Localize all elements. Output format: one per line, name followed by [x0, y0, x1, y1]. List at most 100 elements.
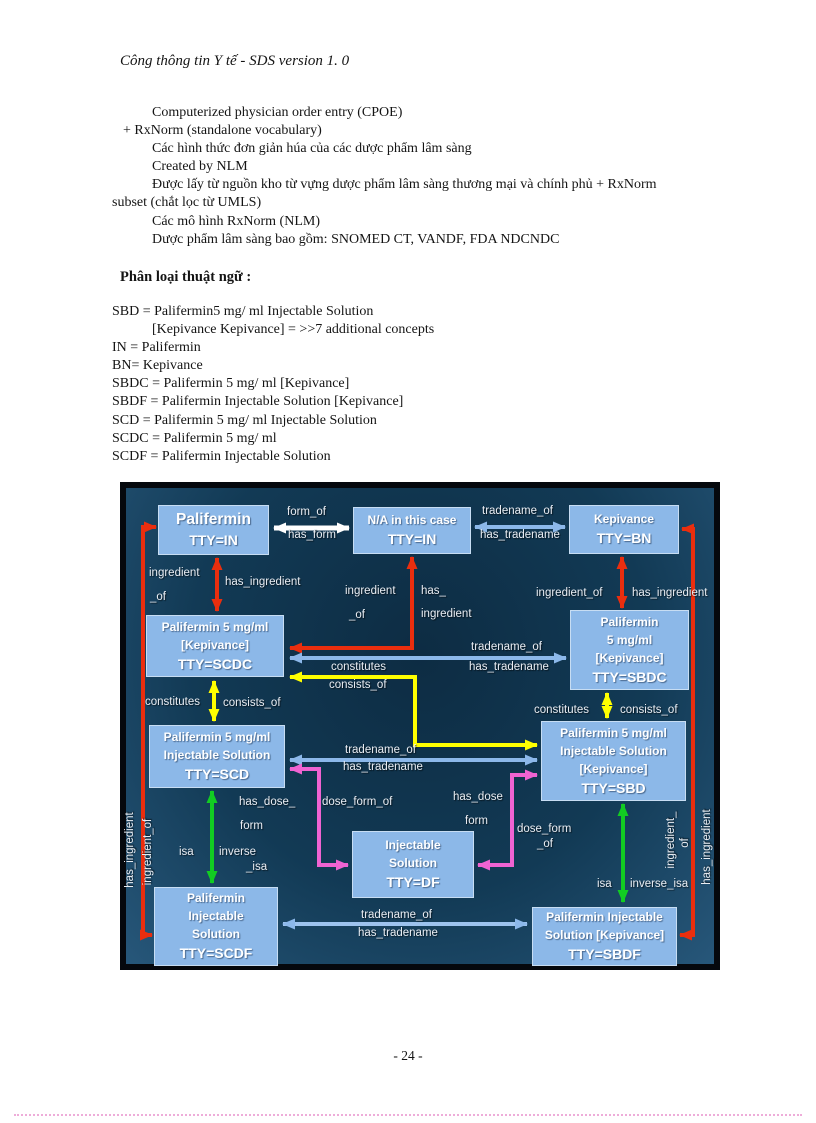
node-label: Injectable — [188, 909, 244, 923]
intro-line: Các mô hình RxNorm (NLM) — [152, 213, 320, 229]
node-tty: TTY=SCDC — [177, 655, 253, 672]
edge-scdc-sbd-constitutes — [289, 671, 538, 751]
intro-paragraph: Computerized physician order entry (CPOE… — [112, 104, 772, 249]
edge-label-consists-of: consists_of — [329, 679, 387, 691]
edge-label-has-tradename: has_tradename — [358, 927, 438, 939]
edge-label-constitutes: constitutes — [331, 661, 386, 673]
edge-label-ingredient-of-vertical: ingredient_of — [142, 818, 154, 886]
term-line: SCD = Palifermin 5 mg/ ml Injectable Sol… — [112, 412, 377, 428]
node-tty: TTY=IN — [189, 532, 238, 549]
edge-label-ingredient: ingredient — [421, 608, 472, 620]
node-tty: TTY=SBDF — [568, 946, 641, 962]
node-label: Injectable Solution — [163, 748, 271, 762]
rxnorm-relationship-diagram: Palifermin TTY=IN N/A in this case TTY=I… — [120, 482, 720, 970]
node-sbd: Palifermin 5 mg/ml Injectable Solution [… — [541, 721, 686, 801]
page-number: - 24 - — [393, 1048, 423, 1063]
bottom-dotted-divider — [14, 1114, 802, 1116]
edge-label-has-tradename: has_tradename — [480, 529, 560, 541]
node-label: 5 mg/ml — [606, 632, 653, 647]
edge-label-constitutes: constitutes — [145, 696, 200, 708]
term-line: SBDC = Palifermin 5 mg/ ml [Kepivance] — [112, 376, 350, 392]
edge-label-of: _of — [349, 609, 365, 621]
node-label: Palifermin — [186, 891, 246, 905]
edge-label-ingredient-vertical: ingredient_ — [665, 811, 677, 869]
edge-label-dose-form: dose_form — [517, 823, 572, 835]
edge-label-has-ingredient-vertical: has_ingredient — [124, 812, 136, 888]
node-tty: TTY=SBDC — [592, 668, 667, 685]
term-line: SBDF = Palifermin Injectable Solution [K… — [112, 394, 404, 410]
term-line: SCDC = Palifermin 5 mg/ ml — [112, 430, 277, 446]
edge-label-ingredient-of: ingredient_of — [536, 587, 603, 599]
node-label: Palifermin 5 mg/ml — [163, 730, 271, 744]
edge-label-has-tradename: has_tradename — [343, 761, 423, 773]
edge-label-of: _of — [150, 591, 166, 603]
edge-label-of: _of — [537, 838, 553, 850]
edge-bn-sbdf-ingredient — [679, 523, 695, 941]
term-line: IN = Palifermin — [112, 340, 201, 356]
edge-scd-df-doseform — [289, 763, 349, 871]
term-line: [Kepivance Kepivance] = >>7 additional c… — [152, 322, 435, 338]
node-label: Solution [Kepivance] — [544, 928, 665, 942]
edge-in-scdf-ingredient — [140, 521, 157, 941]
edge-label-constitutes: constitutes — [534, 704, 589, 716]
intro-line: Created by NLM — [152, 159, 248, 175]
term-line: SCDF = Palifermin Injectable Solution — [112, 448, 331, 464]
term-line: BN= Kepivance — [112, 358, 203, 374]
node-label: Solution — [389, 856, 437, 870]
edge-label-tradename-of: tradename_of — [482, 505, 553, 517]
edge-label-inverse: inverse — [219, 846, 257, 858]
node-label: Injectable Solution — [560, 743, 667, 758]
node-tty: TTY=IN — [387, 531, 437, 547]
edge-label-has-ingredient: has_ingredient — [632, 587, 708, 599]
node-kepivance-bn: Kepivance TTY=BN — [569, 505, 679, 554]
edge-label-tradename-of: tradename_of — [361, 909, 432, 921]
edge-label-consists-of: consists_of — [620, 704, 678, 716]
edge-label-has-ingredient-vertical: has_ingredient — [701, 809, 713, 885]
node-tty: TTY=SBD — [581, 779, 646, 796]
node-label: Solution — [192, 927, 240, 941]
edge-label-of-vertical: of — [679, 838, 691, 848]
edge-label-tradename-of: tradename_of — [471, 641, 542, 653]
edge-label-isa: isa — [597, 878, 612, 890]
node-na-in-this-case: N/A in this case TTY=IN — [353, 507, 471, 554]
node-sbdc: Palifermin 5 mg/ml [Kepivance] TTY=SBDC — [570, 610, 689, 690]
edge-label-form-of: form_of — [287, 506, 326, 518]
intro-line: Dược phẩm lâm sàng bao gồm: SNOMED CT, V… — [152, 231, 560, 247]
node-label: Palifermin — [176, 510, 251, 528]
edge-na-scdc-ingredient — [289, 556, 418, 654]
node-label: [Kepivance] — [595, 650, 664, 665]
node-palifermin-in: Palifermin TTY=IN — [158, 505, 269, 555]
edge-label-has-dose: has_dose_ — [239, 796, 296, 808]
edge-label-ingredient: ingredient — [149, 567, 200, 579]
edge-label-has-form: has_form — [288, 529, 336, 541]
node-scd: Palifermin 5 mg/ml Injectable Solution T… — [149, 725, 285, 788]
edge-label-consists-of: consists_of — [223, 697, 281, 709]
node-scdc: Palifermin 5 mg/ml [Kepivance] TTY=SCDC — [146, 615, 284, 677]
edge-sbd-df-doseform — [477, 769, 538, 871]
document-header-title: Công thông tin Y tế - SDS version 1. 0 — [120, 53, 350, 69]
intro-line: subset (chắt lọc từ UMLS) — [112, 195, 262, 211]
node-label: Palifermin 5 mg/ml — [161, 619, 269, 634]
edge-label-has-tradename: has_tradename — [469, 661, 549, 673]
edge-label-has-ingredient: has_ingredient — [225, 576, 301, 588]
terms-section-heading: Phân loại thuật ngữ : — [120, 269, 252, 285]
node-label: [Kepivance] — [180, 637, 250, 652]
edge-label-isa-suffix: _isa — [246, 861, 268, 873]
term-line: SBD = Palifermin5 mg/ ml Injectable Solu… — [112, 304, 374, 319]
edge-label-isa: isa — [179, 846, 194, 858]
node-tty: TTY=SCDF — [179, 945, 253, 961]
node-label: Palifermin — [600, 614, 659, 629]
intro-line: + RxNorm (standalone vocabulary) — [123, 123, 322, 139]
edge-label-has-dose: has_dose — [453, 791, 503, 803]
edge-label-dose-form-of: dose_form_of — [322, 796, 393, 808]
intro-line: Các hình thức đơn giản húa của các dược … — [152, 141, 472, 157]
intro-line: Computerized physician order entry (CPOE… — [152, 105, 403, 120]
edge-label-ingredient: ingredient — [345, 585, 396, 597]
node-df: Injectable Solution TTY=DF — [352, 831, 474, 898]
edge-label-tradename-of: tradename_of — [345, 744, 416, 756]
node-label: Kepivance — [593, 512, 655, 526]
node-label: Palifermin 5 mg/ml — [560, 725, 667, 740]
edge-label-inverse-isa: inverse_isa — [630, 878, 689, 890]
node-label: Injectable — [385, 838, 441, 852]
